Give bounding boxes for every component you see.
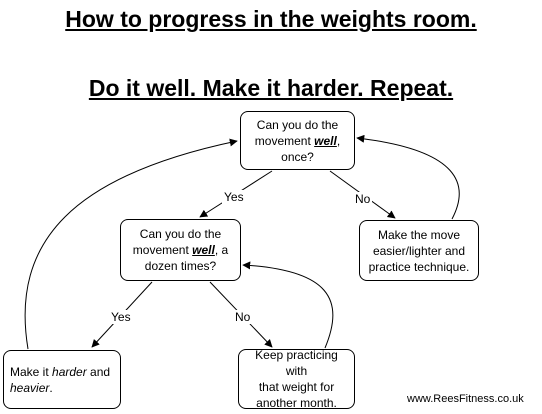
harder-line-2: heavier. bbox=[10, 380, 110, 396]
easier-line-2: easier/lighter and bbox=[372, 243, 466, 258]
easier-line-3: practice technique. bbox=[368, 259, 470, 274]
node-keep-practicing: Keep practicing with that weight for ano… bbox=[238, 348, 355, 410]
q2-line-2: movement well, a bbox=[133, 242, 228, 258]
edge-label-yes-1: Yes bbox=[222, 190, 246, 204]
title-line-1: How to progress in the weights room. bbox=[65, 6, 477, 32]
keep-line-3: another month. bbox=[256, 396, 337, 410]
q2-line-1: Can you do the bbox=[139, 227, 222, 241]
edge-label-no-2: No bbox=[233, 310, 253, 324]
q2-line-3: dozen times? bbox=[144, 259, 217, 273]
edge-label-yes-2: Yes bbox=[109, 310, 133, 324]
q2-mid-pre: movement bbox=[132, 243, 193, 257]
edge-harder-back-q1 bbox=[24, 138, 238, 350]
harder-emphasis-1: harder bbox=[52, 364, 87, 379]
q1-mid-post: , bbox=[336, 133, 341, 148]
node-make-harder: Make it harder and heavier. bbox=[3, 350, 121, 409]
q2-mid-post: , a bbox=[214, 243, 229, 257]
node-make-easier: Make the move easier/lighter and practic… bbox=[359, 220, 479, 281]
keep-line-1: Keep practicing with bbox=[255, 348, 338, 378]
title-line-2: Do it well. Make it harder. Repeat. bbox=[88, 75, 454, 101]
edge-keep-back-q2 bbox=[242, 261, 334, 349]
q1-emphasis: well bbox=[314, 133, 337, 148]
easier-line-1: Make the move bbox=[377, 227, 461, 242]
keep-line-2: that weight for bbox=[258, 380, 335, 394]
q1-line-2: movement well, bbox=[255, 133, 340, 149]
harder-pre: Make it bbox=[10, 364, 53, 379]
edge-easier-back-q1 bbox=[356, 134, 460, 220]
q1-mid-pre: movement bbox=[254, 133, 315, 148]
q1-line-3: once? bbox=[281, 149, 314, 164]
edge-label-no-1: No bbox=[353, 192, 373, 206]
harder-emphasis-2: heavier bbox=[10, 380, 50, 395]
harder-post: . bbox=[49, 380, 53, 395]
footer-website: www.ReesFitness.co.uk bbox=[407, 393, 524, 405]
q2-emphasis: well bbox=[192, 243, 215, 257]
node-can-do-once: Can you do the movement well, once? bbox=[240, 111, 355, 170]
harder-mid: and bbox=[86, 364, 111, 379]
harder-line-1: Make it harder and bbox=[10, 364, 110, 380]
q1-line-1: Can you do the bbox=[256, 117, 339, 132]
node-can-do-dozen: Can you do the movement well, a dozen ti… bbox=[120, 219, 241, 281]
